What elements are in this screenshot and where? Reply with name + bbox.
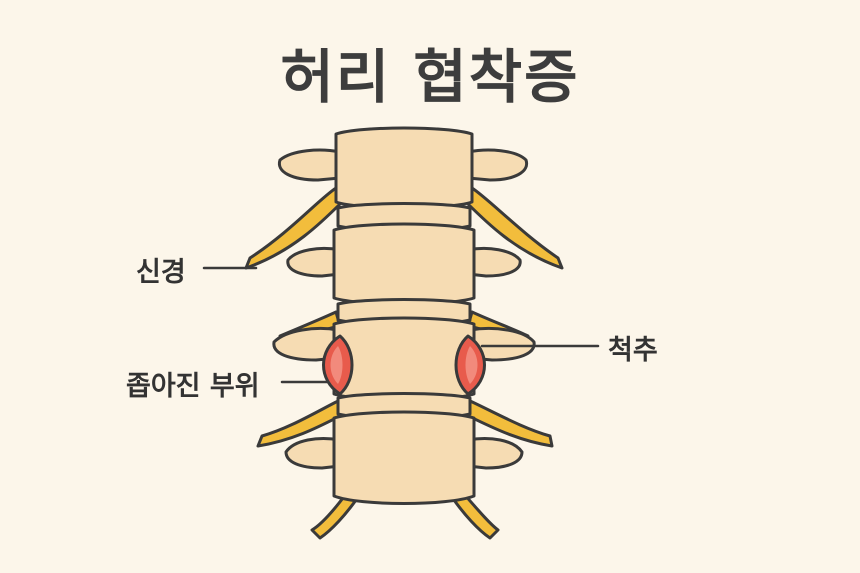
process-3-right (468, 327, 536, 362)
process-1-right (466, 148, 529, 182)
diagram-title: 허리 협착증 (280, 43, 580, 111)
label-narrowed-area: 좁아진 부위 (126, 371, 260, 402)
nerve-bottom-right (452, 492, 500, 540)
label-spine: 척추 (608, 335, 658, 366)
vertebra-2 (332, 222, 476, 306)
nerve-lower-right (462, 398, 554, 448)
process-2-left (286, 246, 342, 278)
process-2-right (466, 246, 522, 278)
transverse-processes (272, 148, 536, 470)
nerve-lower-left (256, 398, 346, 448)
vertebra-1 (334, 126, 474, 210)
leader-lines (202, 266, 600, 384)
vertebra-4 (332, 410, 476, 505)
nerve-upper-right (464, 186, 564, 270)
process-4-left (284, 437, 342, 470)
stenosis-highlights (330, 346, 478, 384)
nerve-roots (244, 186, 564, 540)
vertebral-column (332, 126, 476, 505)
process-4-right (466, 437, 524, 470)
nerve-bottom-left (310, 492, 358, 540)
vertebra-3 (332, 316, 476, 402)
label-nerve: 신경 (136, 257, 186, 288)
process-3-left (272, 327, 340, 362)
process-1-left (277, 148, 342, 182)
